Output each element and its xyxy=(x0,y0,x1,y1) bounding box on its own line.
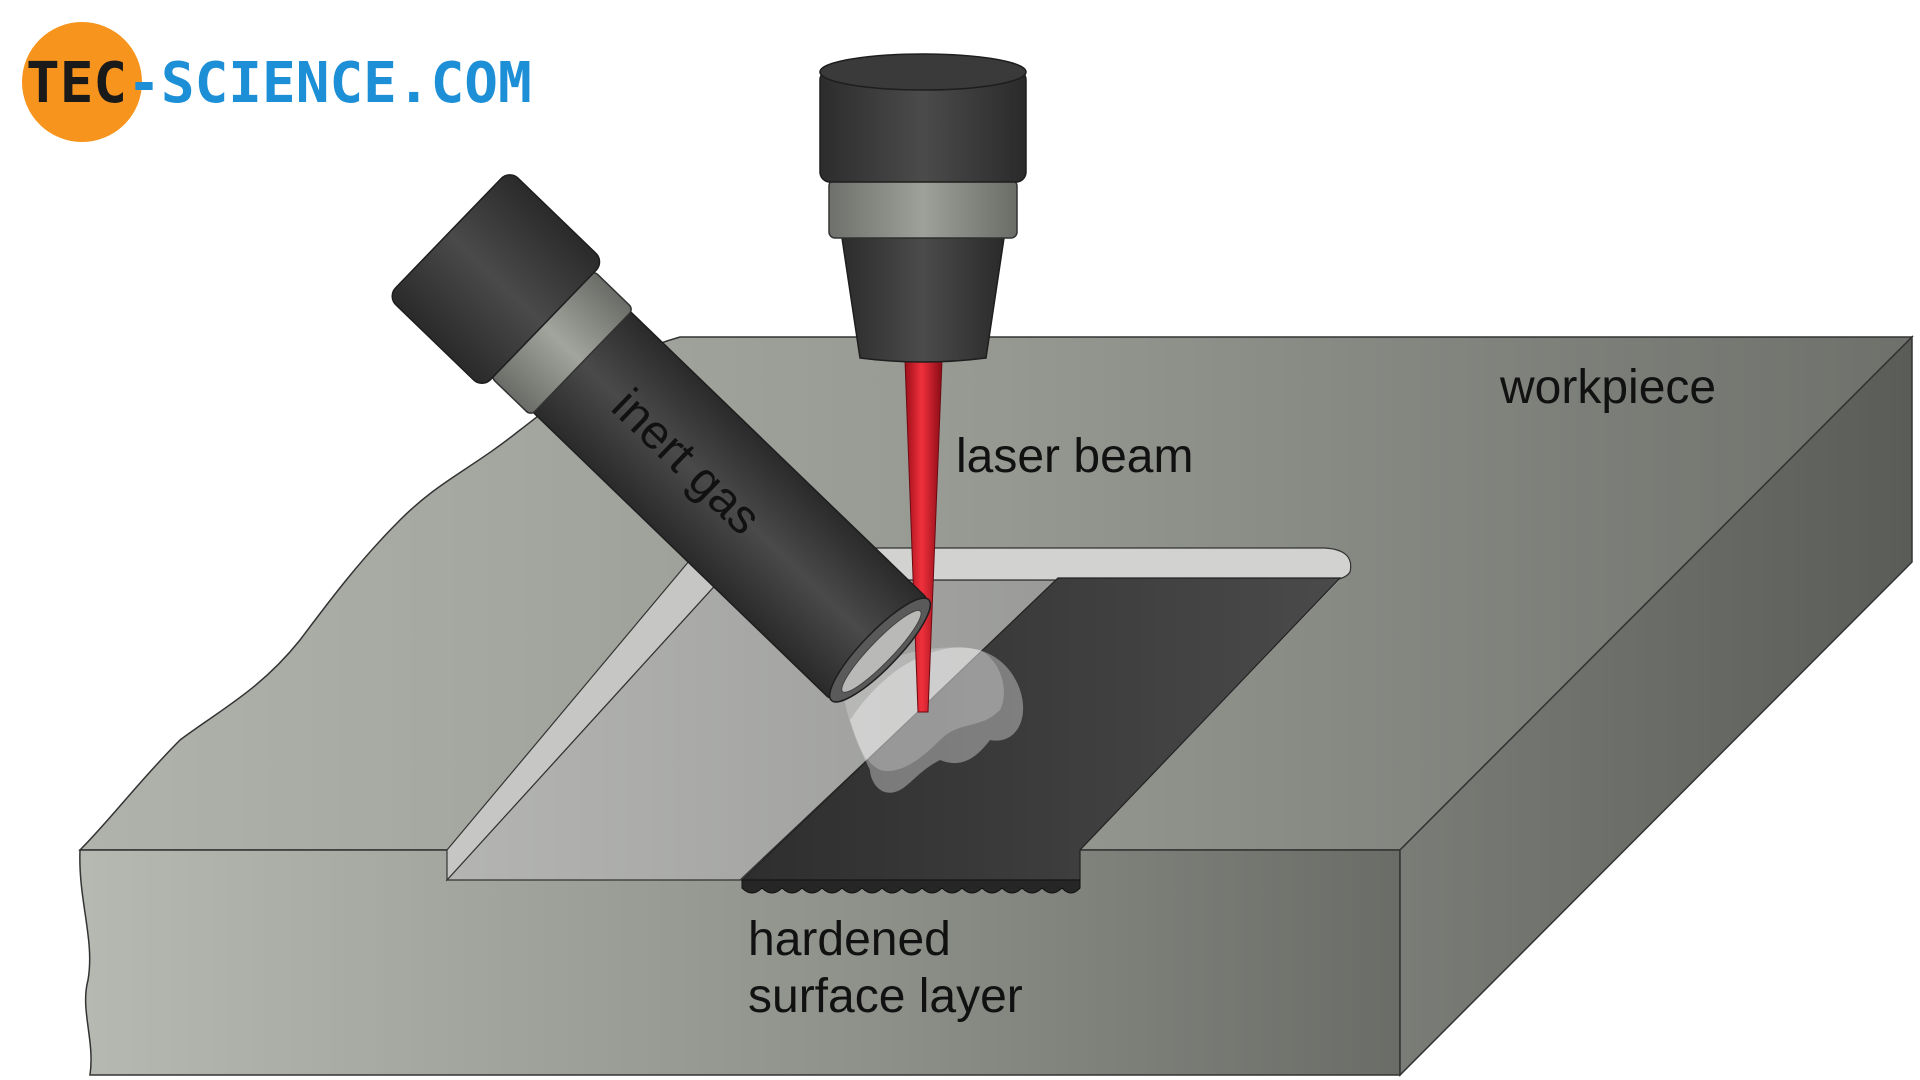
hardened-label-line2: surface layer xyxy=(748,970,1023,1023)
logo-text-prefix: TEC xyxy=(26,51,127,116)
laser-nozzle-ring xyxy=(828,179,1018,239)
inert-gas-nozzle: inert gas xyxy=(391,174,932,703)
laser-nozzle-tip xyxy=(841,237,1005,363)
workpiece-front-face xyxy=(79,849,1401,1076)
logo-circle xyxy=(22,22,142,142)
hardened-layer-scallops xyxy=(741,879,1081,894)
svg-text:TEC-SCIENCE.COM: TEC-SCIENCE.COM xyxy=(26,51,532,116)
workpiece-label: workpiece xyxy=(1499,361,1716,414)
hardened-label-line1: hardened xyxy=(748,913,951,966)
laser-nozzle-cap-top xyxy=(819,53,1027,91)
logo-text-suffix: -SCIENCE.COM xyxy=(127,51,532,116)
gas-nozzle-cap xyxy=(391,174,601,384)
laser-nozzle xyxy=(819,53,1027,363)
workpiece-side-face xyxy=(1399,335,1913,1077)
groove xyxy=(445,546,1352,894)
site-logo: TEC-SCIENCE.COM xyxy=(22,22,532,142)
laser-beam-label: laser beam xyxy=(956,430,1193,483)
inert-gas-plume xyxy=(850,647,1024,793)
